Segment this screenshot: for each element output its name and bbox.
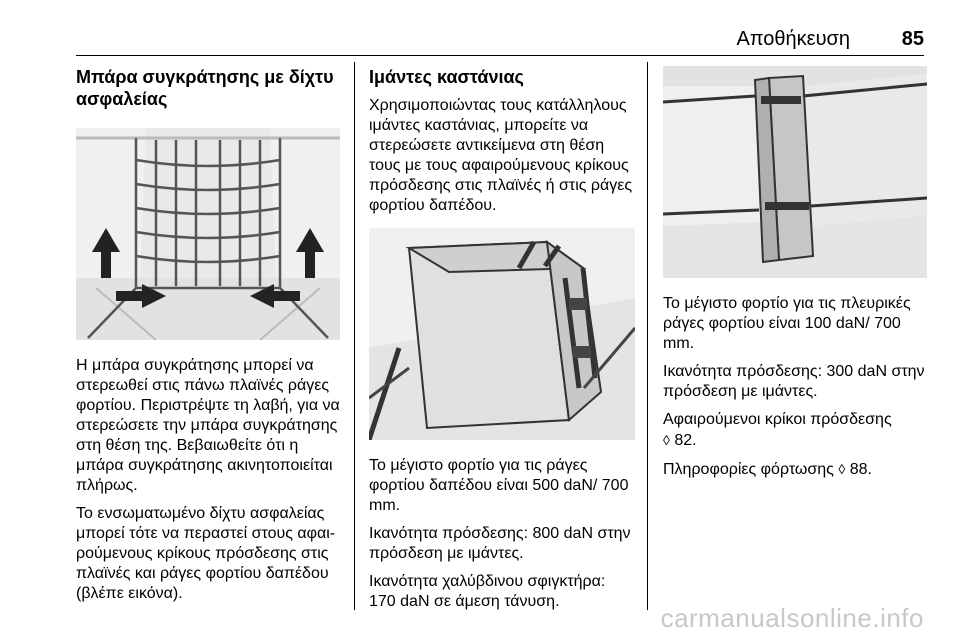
- paragraph-with-ref: Αφαιρούμενοι κρίκοι πρόσδεσης ◊ 82.: [663, 410, 927, 451]
- section-title: Αποθήκευση: [736, 28, 850, 50]
- paragraph: Το μέγιστο φορτίο για τις ράγες φορτίου …: [369, 457, 629, 514]
- page-reference-link[interactable]: 82.: [674, 432, 697, 449]
- paragraph: Ικανότητα πρόσδεσης: 300 daN στην πρόσδε…: [663, 363, 925, 400]
- column-1: Μπάρα συγκράτησης με δίχτυ ασφαλείας: [76, 66, 340, 612]
- paragraph: Η μπάρα συγκράτησης μπορεί να στερεωθεί …: [76, 357, 340, 494]
- reference-arrow-icon: ◊: [838, 461, 846, 477]
- paragraph: Ικανότητα πρόσδεσης: 800 daN στην πρόσδε…: [369, 525, 631, 562]
- paragraph-with-ref: Πληροφορίες φόρτωσης ◊ 88.: [663, 459, 927, 480]
- page-number: 85: [901, 28, 924, 50]
- column-2: Ιμάντες καστάνιας Χρησιμοποιώντας τους κ…: [369, 66, 635, 620]
- heading-ratchet-straps: Ιμάντες καστάνιας: [369, 67, 524, 87]
- header-rule: [76, 55, 924, 56]
- paragraph-text: Πληροφορίες φόρτωσης: [663, 461, 834, 478]
- page-reference-link[interactable]: 88.: [849, 461, 872, 478]
- figure-ratchet-straps: [369, 228, 635, 440]
- page-header: Αποθήκευση 85: [0, 0, 960, 60]
- heading-retaining-bar: Μπάρα συγκράτησης με δίχτυ ασφαλείας: [76, 67, 334, 109]
- paragraph: Το ενσωματωμένο δίχτυ ασφαλείας μπορεί τ…: [76, 505, 336, 602]
- footer-watermark: carmanualsonline.info: [660, 603, 924, 633]
- column-3: Το μέγιστο φορτίο για τις πλευρικές ράγε…: [663, 66, 927, 488]
- paragraph: Ικανότητα χαλύβδινου σφιγκτήρα: 170 daN …: [369, 573, 606, 610]
- paragraph: Χρησιμοποιώντας τους κατάλληλους ιμάντες…: [369, 97, 633, 214]
- column-divider: [647, 62, 648, 610]
- figure-safety-net: [76, 128, 340, 340]
- paragraph: Το μέγιστο φορτίο για τις πλευρικές ράγε…: [663, 295, 911, 352]
- column-divider: [354, 62, 355, 610]
- paragraph-text: Αφαιρούμενοι κρίκοι πρόσδεσης: [663, 411, 892, 428]
- figure-side-rail-straps: [663, 66, 927, 278]
- reference-arrow-icon: ◊: [663, 432, 670, 448]
